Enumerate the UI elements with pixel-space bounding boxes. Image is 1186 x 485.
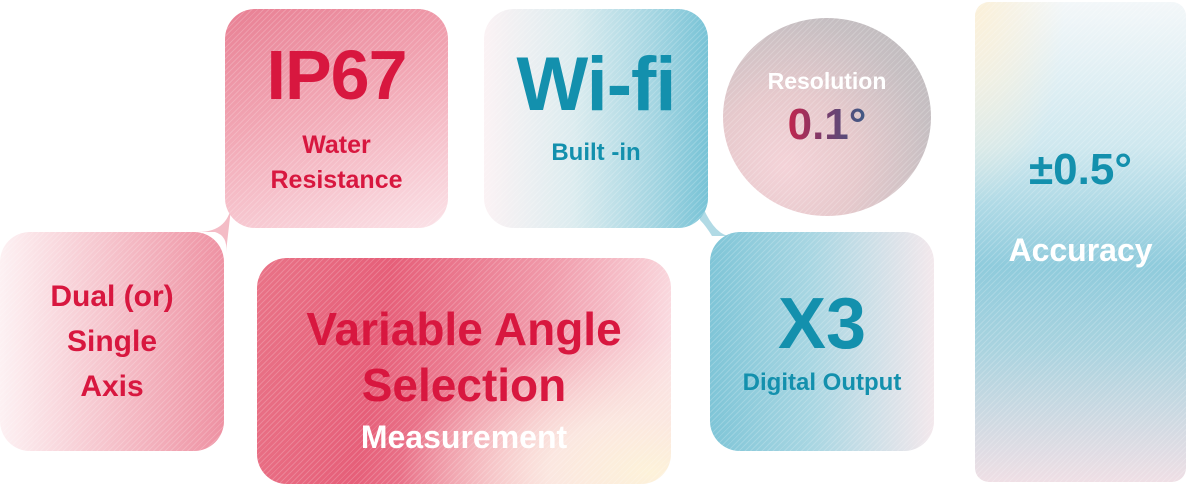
x3-tile: X3 Digital Output	[710, 232, 934, 451]
variable-line1: Variable Angle	[306, 302, 622, 355]
ip67-line1: Water	[302, 130, 371, 159]
ip67-line2: Resistance	[270, 165, 403, 194]
resolution-value: 0.1°	[787, 99, 867, 149]
wifi-title: Wi-fi	[516, 41, 677, 127]
ip67-tile: IP67 Water Resistance	[225, 9, 448, 228]
wifi-subtitle: Built -in	[551, 138, 641, 166]
accuracy-label: Accuracy	[1008, 232, 1153, 268]
variable-angle-tile: Variable Angle Selection Measurement	[257, 258, 671, 484]
wifi-tile: Wi-fi Built -in	[484, 9, 708, 228]
variable-line2: Selection	[361, 359, 567, 411]
variable-subtitle: Measurement	[360, 419, 568, 456]
resolution-circle: Resolution 0.1°	[723, 18, 931, 216]
ip67-title: IP67	[266, 35, 408, 114]
resolution-label: Resolution	[767, 67, 887, 94]
axis-line3: Axis	[80, 370, 144, 403]
axis-line1: Dual (or)	[50, 280, 174, 313]
accuracy-value: ±0.5°	[1029, 145, 1132, 194]
accuracy-tile: ±0.5° Accuracy	[975, 2, 1186, 482]
x3-title: X3	[777, 283, 867, 364]
axis-tile: Dual (or) Single Axis	[0, 232, 224, 451]
axis-line2: Single	[66, 325, 157, 358]
x3-subtitle: Digital Output	[742, 368, 902, 396]
